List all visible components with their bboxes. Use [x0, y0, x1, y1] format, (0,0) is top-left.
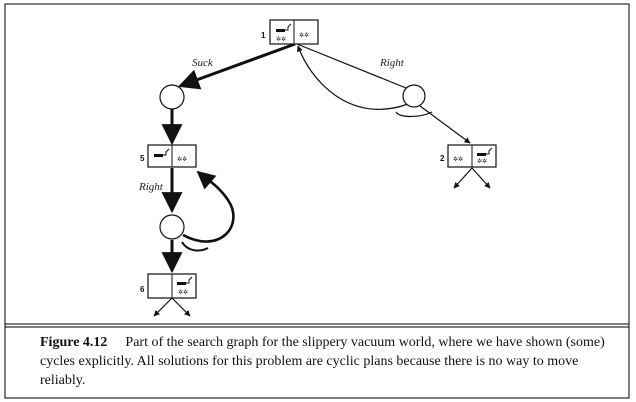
svg-text:✲✲: ✲✲ [276, 36, 286, 43]
dirt-icon: ✲✲ ✲✲ [276, 32, 309, 43]
node-number: 5 [140, 154, 145, 163]
edge-to-node-2 [419, 105, 471, 144]
edge-label-suck: Suck [192, 57, 214, 69]
vacuum-icon [276, 23, 292, 32]
svg-text:✲✲: ✲✲ [177, 156, 187, 163]
node-number: 1 [261, 31, 266, 40]
vacuum-icon [154, 148, 170, 157]
edge-label-right-top: Right [379, 57, 405, 69]
svg-text:✲✲: ✲✲ [178, 289, 188, 296]
svg-text:✲✲: ✲✲ [299, 32, 309, 39]
edge-cycle-right [296, 45, 409, 110]
dirt-icon: ✲✲ [177, 156, 187, 163]
and-node-right-top [402, 84, 426, 108]
dirt-icon: ✲✲ [178, 289, 188, 296]
branch-arrow [453, 167, 473, 189]
svg-text:✲✲: ✲✲ [477, 158, 487, 165]
branch-arrow [153, 297, 173, 317]
state-node-1: ✲✲ ✲✲ 1 [261, 19, 319, 45]
edge-label-right-left: Right [138, 181, 164, 193]
node-number: 6 [140, 285, 145, 294]
branch-arrow [471, 167, 491, 189]
edge-right-top [296, 43, 407, 89]
caption-text: Part of the search graph for the slipper… [40, 335, 605, 388]
edge-suck [178, 42, 296, 90]
edge-cycle-left-arc [181, 241, 209, 252]
svg-text:✲✲: ✲✲ [453, 156, 463, 163]
branch-arrow [171, 297, 191, 317]
and-node-right-left [159, 214, 185, 240]
vacuum-icon [177, 276, 193, 285]
caption-number: Figure 4.12 [40, 335, 108, 350]
state-node-5: ✲✲ 5 [140, 144, 197, 168]
and-node-suck [159, 84, 185, 110]
edge-cycle-left [182, 170, 235, 243]
vacuum-icon [477, 147, 493, 156]
state-node-2: ✲✲ ✲✲ 2 [440, 144, 497, 168]
edge-cycle-arc [395, 111, 433, 118]
figure-border [4, 3, 630, 399]
state-node-6: ✲✲ 6 [140, 273, 197, 299]
node-number: 2 [440, 154, 445, 163]
dirt-icon: ✲✲ ✲✲ [453, 156, 487, 165]
